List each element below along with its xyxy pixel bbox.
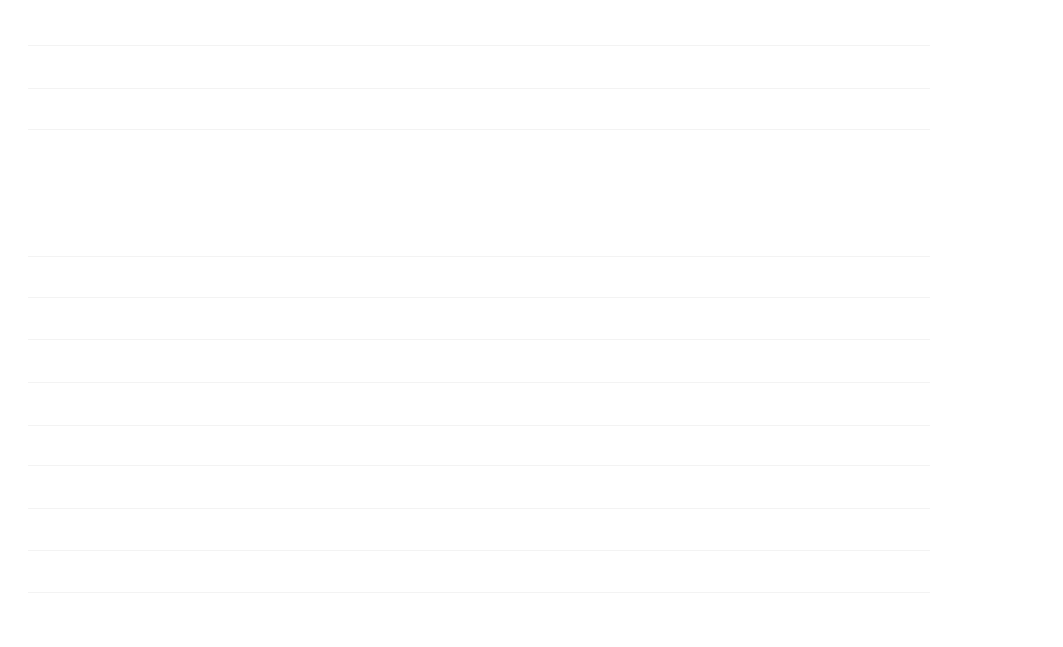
list-row-divider — [28, 592, 930, 593]
list-row-divider — [28, 508, 930, 509]
list-row-divider — [28, 45, 930, 46]
list-row-divider — [28, 256, 930, 257]
list-row-divider — [28, 465, 930, 466]
list-row-divider — [28, 425, 930, 426]
list-row-divider — [28, 550, 930, 551]
list-row-divider — [28, 129, 930, 130]
list-row-divider — [28, 297, 930, 298]
list-row-divider — [28, 382, 930, 383]
list-row-divider — [28, 339, 930, 340]
list-row-divider — [28, 88, 930, 89]
